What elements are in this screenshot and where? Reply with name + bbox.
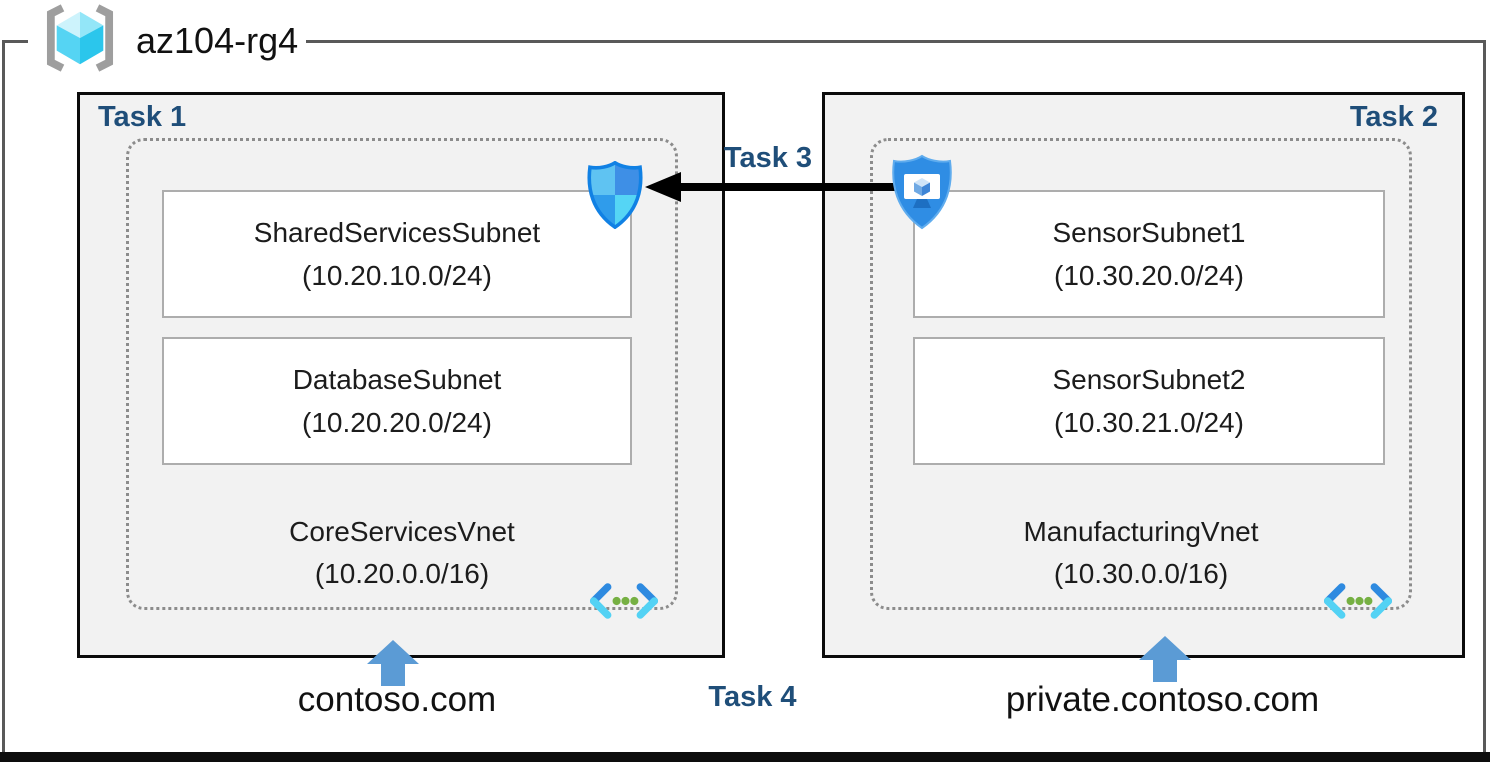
shared-services-subnet-box: SharedServicesSubnet (10.20.10.0/24)	[162, 190, 632, 318]
resource-group-bottom-border	[0, 752, 1490, 762]
sensor-subnet1-box: SensorSubnet1 (10.30.20.0/24)	[913, 190, 1385, 318]
core-services-vnet-container: SharedServicesSubnet (10.20.10.0/24) Dat…	[126, 138, 678, 619]
virtual-network-icon	[587, 579, 661, 623]
left-black-arrow-icon	[645, 171, 930, 203]
subnet-cidr: (10.30.20.0/24)	[1054, 260, 1244, 291]
resource-group-icon	[36, 4, 124, 72]
up-arrow-icon	[367, 640, 419, 686]
private-contoso-domain-label: private.contoso.com	[1005, 680, 1320, 719]
vnet-label: ManufacturingVnet (10.30.0.0/16)	[873, 511, 1409, 595]
vnet-name: ManufacturingVnet	[1023, 516, 1259, 547]
network-security-group-shield-icon	[585, 160, 645, 230]
contoso-domain-label: contoso.com	[297, 680, 497, 719]
subnet-cidr: (10.20.20.0/24)	[302, 407, 492, 438]
up-arrow-icon	[1139, 636, 1191, 682]
subnet-cidr: (10.30.21.0/24)	[1054, 407, 1244, 438]
task3-label: Task 3	[723, 142, 813, 174]
vnet-label: CoreServicesVnet (10.20.0.0/16)	[129, 511, 675, 595]
vnet-cidr: (10.20.0.0/16)	[314, 558, 490, 589]
task1-label: Task 1	[98, 101, 187, 133]
subnet-name: DatabaseSubnet	[292, 363, 502, 395]
vnet-cidr: (10.30.0.0/16)	[1053, 558, 1229, 589]
subnet-name: SensorSubnet1	[1052, 216, 1246, 248]
database-subnet-box: DatabaseSubnet (10.20.20.0/24)	[162, 337, 632, 465]
virtual-network-icon	[1321, 579, 1395, 623]
task1-box: Task 1 SharedServicesSubnet (10.20.10.0/…	[77, 92, 725, 658]
task4-label: Task 4	[708, 681, 797, 713]
subnet-name: SharedServicesSubnet	[253, 216, 541, 248]
resource-group-name: az104-rg4	[136, 20, 299, 61]
resource-group-border	[2, 40, 1486, 752]
task2-label: Task 2	[1349, 101, 1438, 133]
subnet-name: SensorSubnet2	[1052, 363, 1246, 395]
sensor-subnet2-box: SensorSubnet2 (10.30.21.0/24)	[913, 337, 1385, 465]
subnet-cidr: (10.20.10.0/24)	[302, 260, 492, 291]
vnet-name: CoreServicesVnet	[289, 516, 515, 547]
manufacturing-vnet-container: SensorSubnet1 (10.30.20.0/24) SensorSubn…	[870, 138, 1412, 619]
resource-group-header-gap	[28, 37, 306, 47]
bastion-shield-icon	[891, 153, 953, 233]
